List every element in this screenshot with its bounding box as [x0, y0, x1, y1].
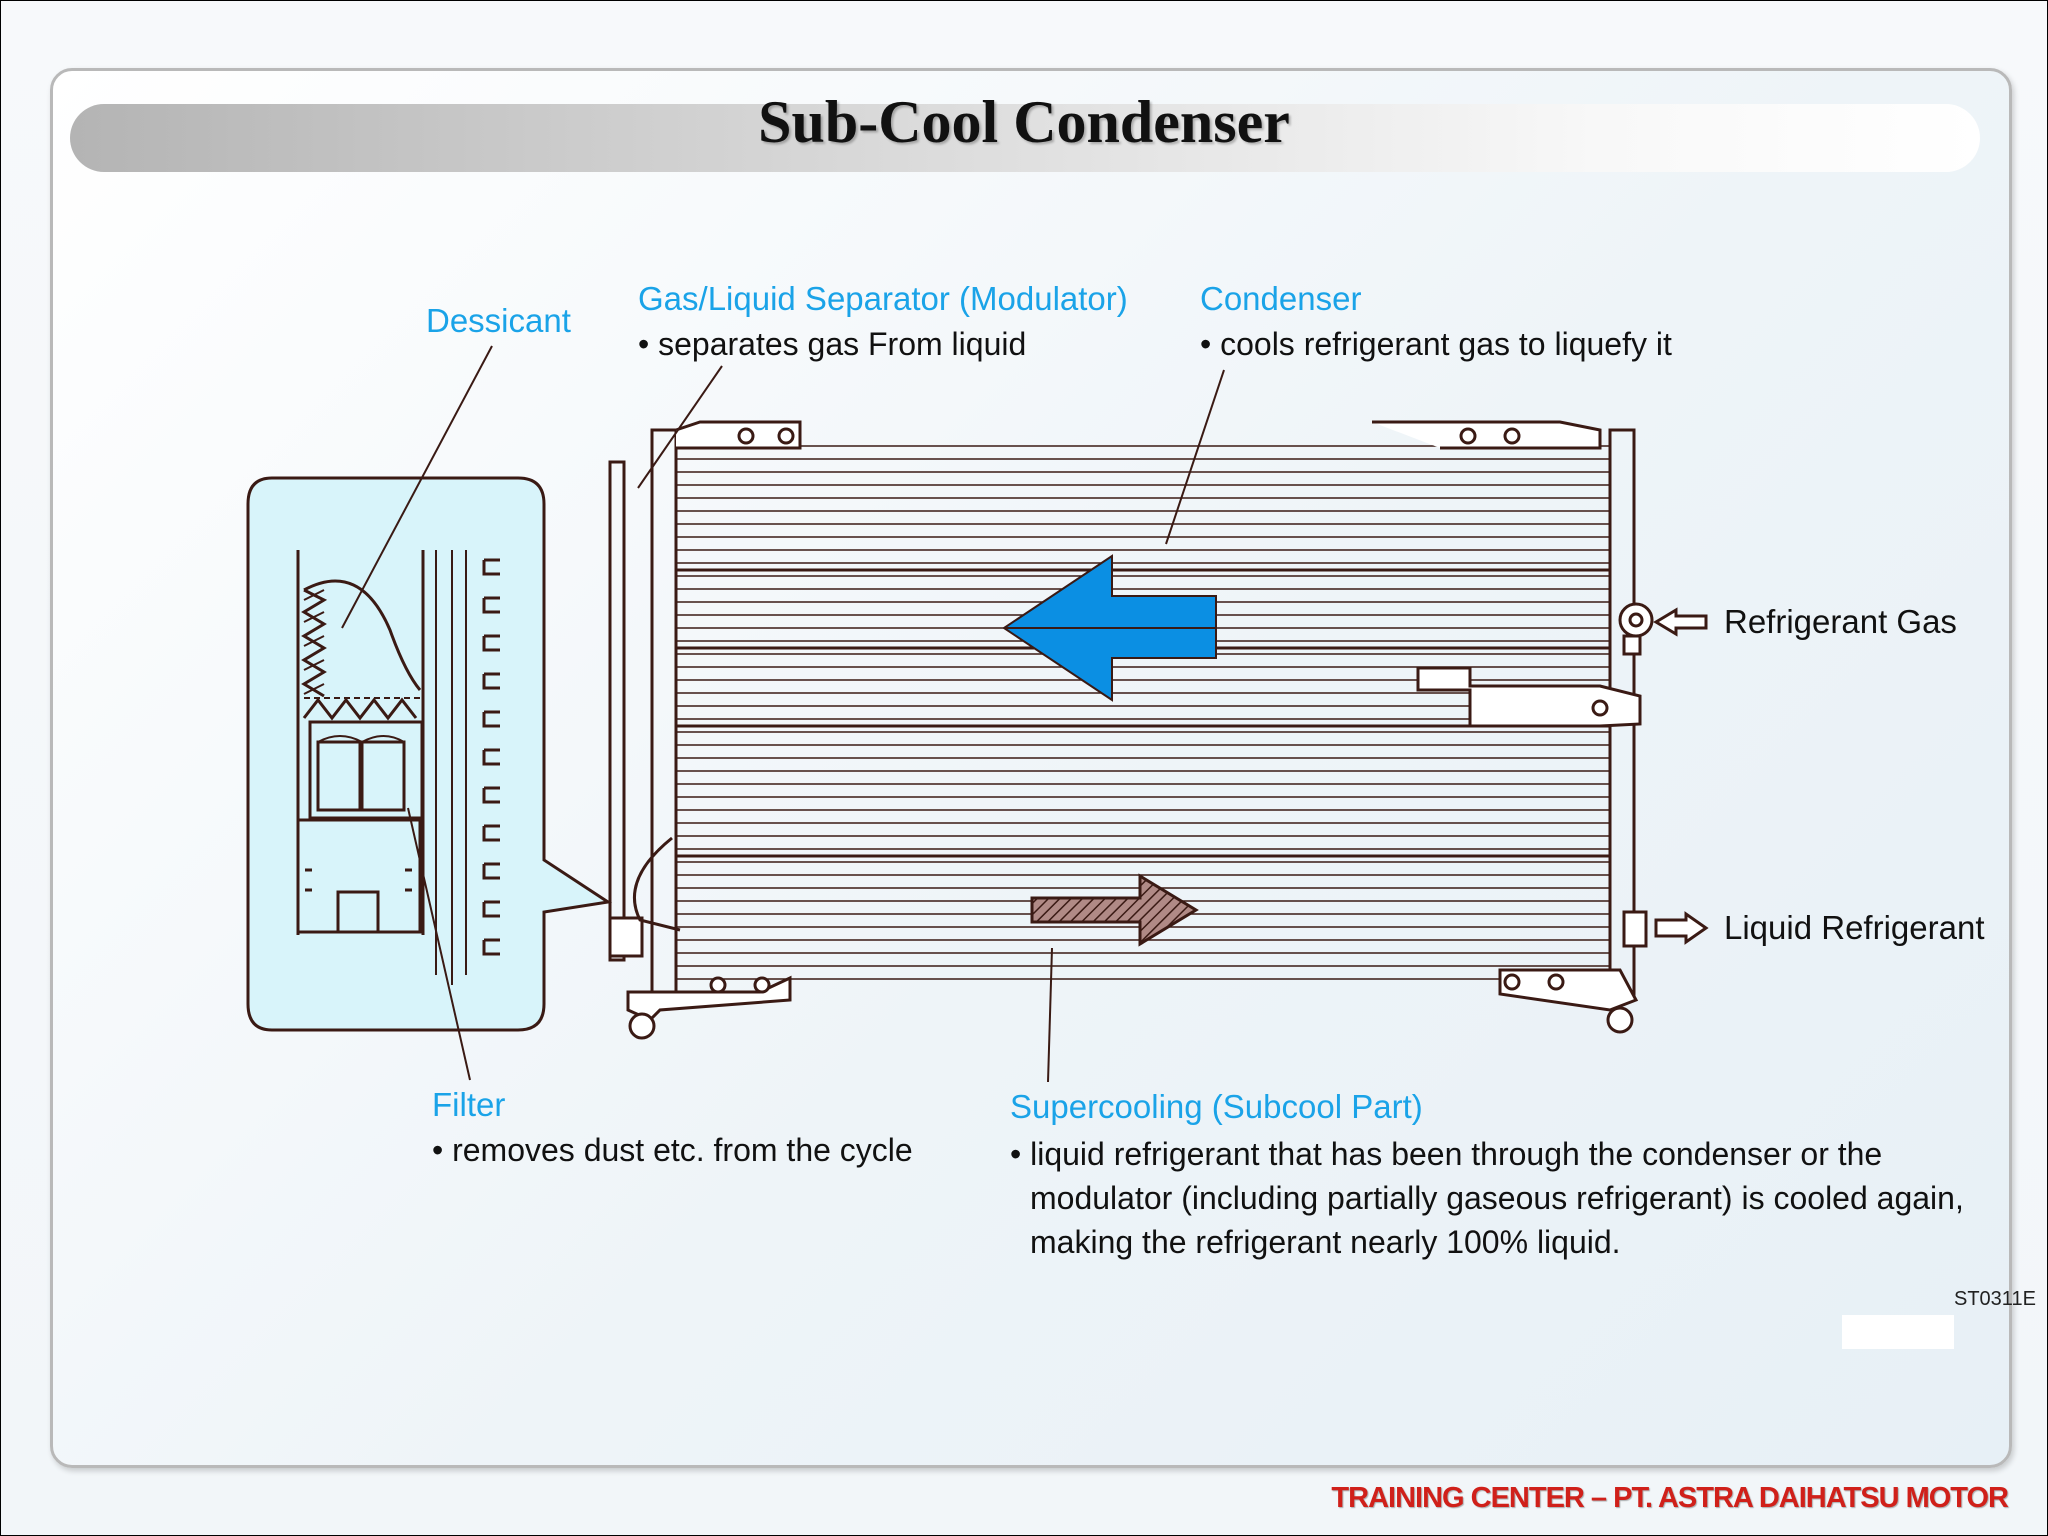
liquid-refrigerant-label: Liquid Refrigerant [1724, 909, 1985, 946]
separator-title: Gas/Liquid Separator (Modulator) [638, 280, 1128, 317]
modulator-inset [246, 476, 613, 1032]
dessicant-label: Dessicant [426, 302, 571, 339]
condenser-core [608, 420, 1654, 1040]
supercooling-description-line-2: modulator (including partially gaseous r… [1030, 1180, 1964, 1216]
condenser-title: Condenser [1200, 280, 1362, 317]
supercooling-description-line-3: making the refrigerant nearly 100% liqui… [1030, 1224, 1621, 1260]
liquid-flow-arrow [1030, 873, 1199, 947]
supercooling-title: Supercooling (Subcool Part) [1010, 1088, 1423, 1125]
condenser-description: • cools refrigerant gas to liquefy it [1200, 326, 1672, 362]
white-patch [1842, 1315, 1954, 1349]
refrigerant-gas-inlet-arrow [1653, 607, 1708, 637]
liquid-refrigerant-outlet-arrow [1654, 911, 1709, 945]
leader-lines [341, 345, 1225, 1083]
slide-title: Sub-Cool Condenser [758, 89, 1290, 155]
title-bar [70, 104, 1980, 172]
separator-description: • separates gas From liquid [638, 326, 1027, 362]
footer-brand: TRAINING CENTER – PT. ASTRA DAIHATSU MOT… [1331, 1482, 2009, 1514]
inset-tube-fittings [482, 558, 500, 956]
refrigerant-gas-label: Refrigerant Gas [1724, 603, 1957, 640]
gas-flow-arrow [1002, 554, 1217, 702]
figure-code: ST0311E [1954, 1288, 2036, 1310]
filter-description: • removes dust etc. from the cycle [432, 1132, 913, 1168]
filter-title: Filter [432, 1086, 506, 1123]
supercooling-description-line-1: • liquid refrigerant that has been throu… [1010, 1136, 1883, 1172]
